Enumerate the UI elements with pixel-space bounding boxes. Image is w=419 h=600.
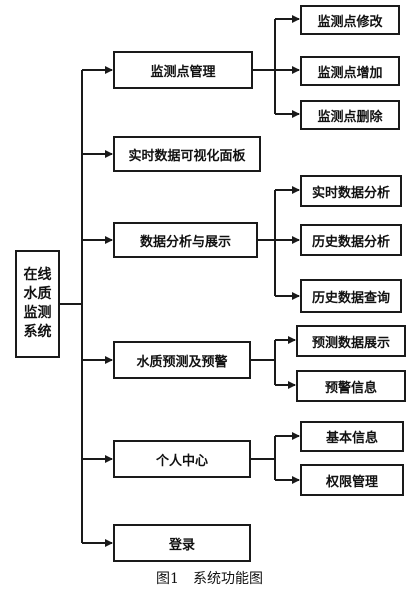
function-label: 预警信息 — [324, 380, 377, 396]
function-label: 预测数据展示 — [311, 335, 390, 351]
function-node: 基本信息 — [300, 421, 404, 452]
module-node: 登录 — [113, 524, 251, 562]
function-label: 监测点增加 — [317, 65, 383, 81]
function-label: 权限管理 — [325, 474, 378, 490]
function-node: 预测数据展示 — [296, 325, 406, 357]
figure-caption: 图1 系统功能图 — [156, 571, 263, 587]
module-label: 水质预测及预警 — [136, 354, 228, 370]
function-node: 监测点修改 — [300, 5, 400, 35]
function-label: 历史数据分析 — [311, 234, 390, 250]
root-line: 水质 — [23, 286, 52, 302]
module-label: 个人中心 — [155, 453, 208, 469]
function-node: 监测点删除 — [300, 100, 400, 130]
function-node: 预警信息 — [296, 370, 406, 402]
module-node: 监测点管理 — [113, 51, 253, 89]
function-node: 历史数据查询 — [300, 279, 402, 313]
module-node: 数据分析与展示 — [113, 222, 258, 258]
root-node: 在线 水质 监测 系统 — [15, 250, 60, 358]
module-label: 登录 — [168, 537, 195, 553]
root-line: 系统 — [23, 324, 52, 340]
function-node: 权限管理 — [300, 464, 404, 496]
function-node: 实时数据分析 — [300, 175, 402, 207]
root-line: 在线 — [23, 267, 52, 283]
module-label: 实时数据可视化面板 — [128, 148, 246, 164]
function-node: 历史数据分析 — [300, 224, 402, 256]
function-label: 历史数据查询 — [311, 290, 390, 306]
function-label: 实时数据分析 — [311, 185, 390, 201]
module-label: 数据分析与展示 — [139, 234, 231, 250]
module-label: 监测点管理 — [150, 64, 216, 80]
module-node: 个人中心 — [113, 440, 251, 478]
module-node: 水质预测及预警 — [113, 341, 251, 379]
root-line: 监测 — [23, 305, 52, 321]
function-label: 监测点修改 — [317, 14, 383, 30]
function-node: 监测点增加 — [300, 56, 400, 86]
function-label: 基本信息 — [325, 431, 378, 446]
function-label: 监测点删除 — [317, 109, 383, 125]
module-node: 实时数据可视化面板 — [113, 136, 261, 172]
